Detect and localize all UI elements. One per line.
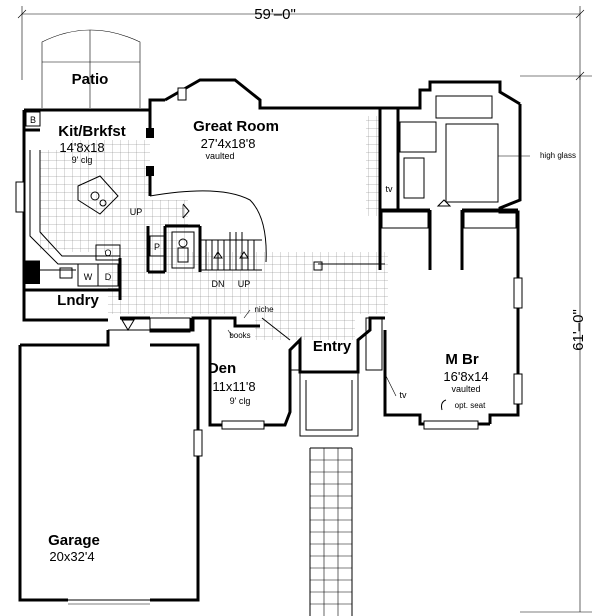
dn-label: DN <box>212 279 225 289</box>
kitchen-note: 9' clg <box>72 155 93 165</box>
den-walls <box>221 369 300 430</box>
depth-dimension <box>520 71 592 613</box>
den-size: 11x11'8 <box>212 379 255 394</box>
opt-seat-label: opt. seat <box>455 401 486 410</box>
patio-outline <box>41 29 141 108</box>
b-label: B <box>30 115 36 125</box>
master-suite-walls <box>378 95 523 430</box>
oven-label: O <box>104 248 111 258</box>
master-note: vaulted <box>451 384 480 394</box>
tv-label-bedroom: tv <box>399 390 407 400</box>
depth-dimension-label: 61'–0" <box>570 309 587 351</box>
entry-porch <box>299 317 383 616</box>
up-label-stairs: UP <box>238 279 251 289</box>
dryer-label: D <box>105 272 112 282</box>
den-name: Den <box>208 360 236 377</box>
great-room-note: vaulted <box>205 151 234 161</box>
garage-size: 20x32'4 <box>49 549 94 564</box>
washer-label: W <box>84 272 93 282</box>
hall-walls <box>120 261 385 341</box>
kitchen-size: 14'8x18 <box>59 140 104 155</box>
width-dimension <box>17 6 585 80</box>
patio-label: Patio <box>72 71 109 88</box>
laundry-name: Lndry <box>57 292 99 309</box>
tv-label-bath: tv <box>385 184 393 194</box>
kitchen-walls <box>15 110 154 300</box>
entry-tile-floor <box>255 310 355 340</box>
books-label: books <box>229 331 250 340</box>
great-room-features <box>149 87 365 263</box>
leader-lines <box>227 155 530 397</box>
entry-name: Entry <box>313 338 352 355</box>
up-label-kitchen: UP <box>130 207 143 217</box>
pantry-label: P <box>154 242 160 252</box>
garage-walls <box>18 329 203 605</box>
width-dimension-label: 59'–0" <box>254 6 296 23</box>
great-room-name: Great Room <box>193 118 279 135</box>
high-glass-label: high glass <box>540 151 576 160</box>
niche-label: niche <box>254 305 274 314</box>
great-room-size: 27'4x18'8 <box>201 136 256 151</box>
kitchen-name: Kit/Brkfst <box>58 123 126 140</box>
garage-name: Garage <box>48 532 100 549</box>
master-name: M Br <box>445 351 478 368</box>
stairs <box>146 224 262 274</box>
master-size: 16'8x14 <box>443 369 488 384</box>
den-note: 9' clg <box>230 396 251 406</box>
